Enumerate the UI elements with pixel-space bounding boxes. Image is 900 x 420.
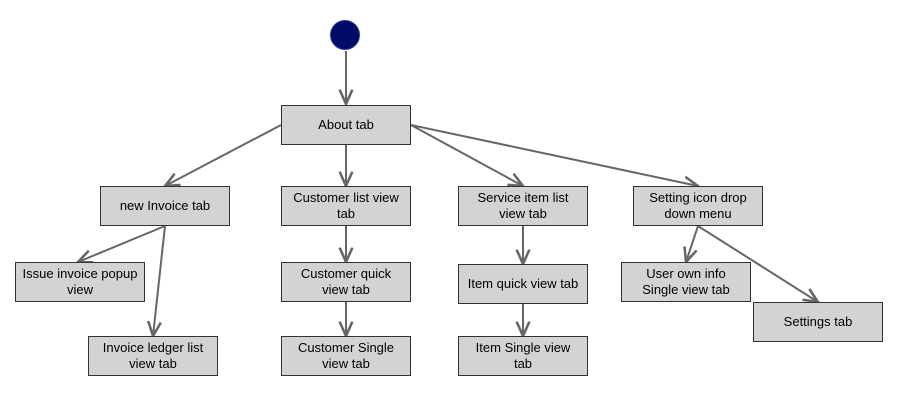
edge-about-to-service-item-list (410, 124, 523, 186)
edge-new-invoice-to-invoice-ledger (153, 225, 166, 336)
node-item-quick-view-tab: Item quick view tab (458, 264, 588, 304)
node-customer-single-view-tab: Customer Single view tab (281, 336, 411, 376)
node-issue-invoice-popup-view: Issue invoice popup view (15, 262, 145, 302)
node-user-own-info-single-view-tab: User own info Single view tab (621, 262, 751, 302)
node-customer-quick-view-tab: Customer quick view tab (281, 262, 411, 302)
node-setting-icon-drop-down-menu: Setting icon drop down menu (633, 186, 763, 226)
node-new-invoice-tab: new Invoice tab (100, 186, 230, 226)
node-settings-tab: Settings tab (753, 302, 883, 342)
node-service-item-list-view-tab: Service item list view tab (458, 186, 588, 226)
node-about-tab: About tab (281, 105, 411, 145)
edge-setting-icon-to-settings (697, 225, 818, 302)
node-item-single-view-tab: Item Single view tab (458, 336, 588, 376)
edge-about-to-setting-icon (410, 124, 698, 186)
edge-about-to-new-invoice (165, 124, 282, 186)
edge-new-invoice-to-issue-invoice (78, 225, 166, 262)
start-node (330, 20, 360, 50)
edge-setting-icon-to-user-own-info (686, 225, 699, 262)
node-invoice-ledger-list-view-tab: Invoice ledger list view tab (88, 336, 218, 376)
node-customer-list-view-tab: Customer list view tab (281, 186, 411, 226)
